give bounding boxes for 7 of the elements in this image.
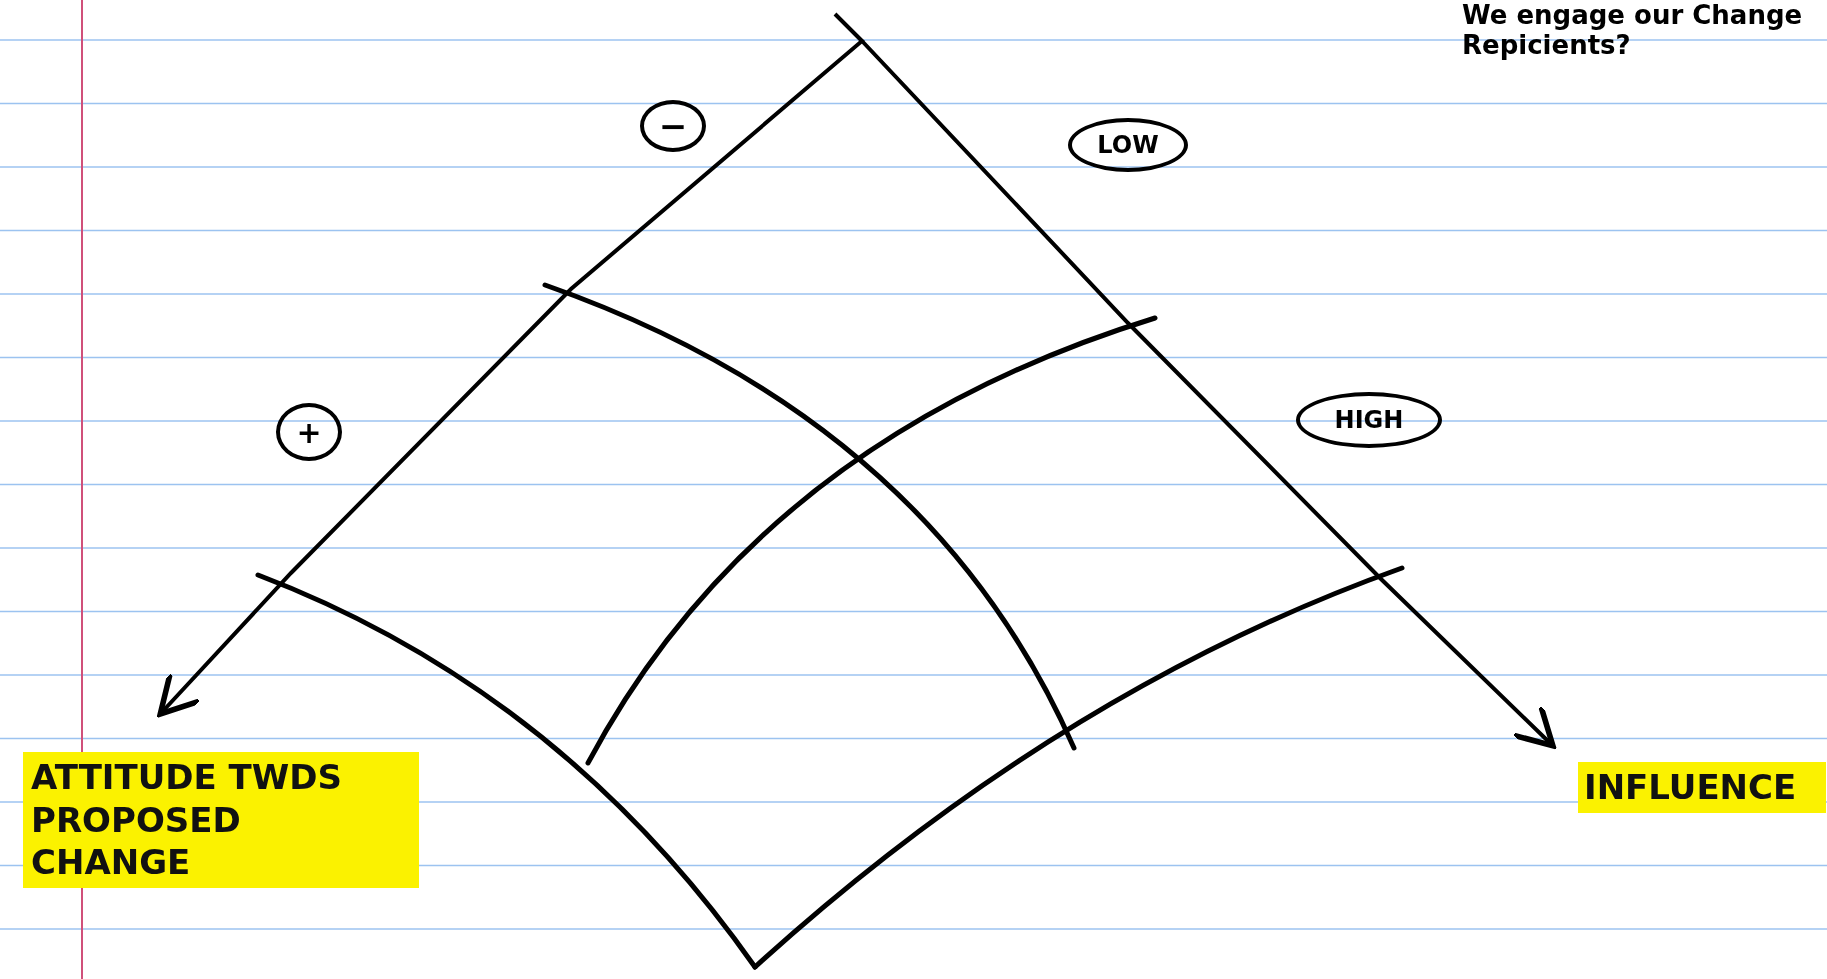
question-text: We engage our Change Repicients? [1462, 0, 1804, 60]
circled-label: LOW [1068, 118, 1188, 172]
circled-sign: + [276, 403, 342, 461]
circled-sign: − [640, 100, 706, 152]
axis-label: ATTITUDE TWDS PROPOSED CHANGE [23, 752, 419, 888]
axis-label: INFLUENCE [1578, 762, 1826, 813]
circled-label: HIGH [1296, 392, 1442, 448]
